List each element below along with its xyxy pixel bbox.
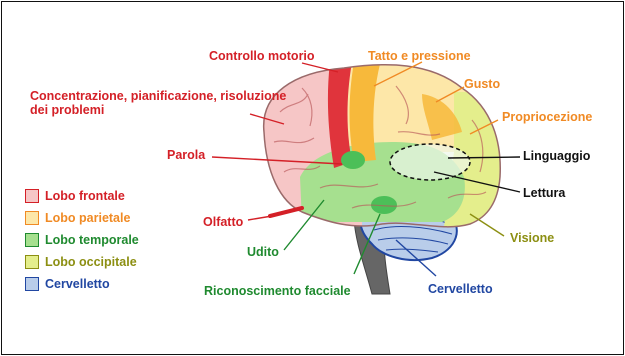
motor-strip-region xyxy=(327,64,352,168)
label-taste: Gusto xyxy=(464,77,501,91)
facial-recognition-area xyxy=(371,196,397,214)
leader-lines xyxy=(211,61,521,277)
label-hearing: Udito xyxy=(247,245,279,259)
label-language: Linguaggio xyxy=(523,149,591,163)
taste-region xyxy=(422,94,462,140)
language-area-outline xyxy=(389,143,471,181)
legend-swatch xyxy=(25,233,39,247)
label-smell: Olfatto xyxy=(203,215,244,229)
legend-swatch xyxy=(25,211,39,225)
legend-item-occipital: Lobo occipitale xyxy=(25,251,139,273)
legend-label: Lobo temporale xyxy=(45,233,139,247)
legend-item-frontal: Lobo frontale xyxy=(25,185,139,207)
cerebrum-outline xyxy=(263,63,501,228)
occipital-lobe-region xyxy=(442,92,501,227)
label-cerebellum: Cervelletto xyxy=(428,282,493,296)
legend-label: Lobo parietale xyxy=(45,211,131,225)
legend-swatch xyxy=(25,189,39,203)
label-motor-control: Controllo motorio xyxy=(209,49,315,63)
legend-item-parietal: Lobo parietale xyxy=(25,207,139,229)
sensory-strip-region xyxy=(349,64,380,162)
speech-area xyxy=(341,151,365,169)
olfactory-bulb xyxy=(268,206,304,218)
legend-swatch xyxy=(25,255,39,269)
label-vision: Visione xyxy=(510,231,555,245)
legend-swatch xyxy=(25,277,39,291)
legend-label: Lobo occipitale xyxy=(45,255,137,269)
legend-label: Cervelletto xyxy=(45,277,110,291)
legend-item-temporal: Lobo temporale xyxy=(25,229,139,251)
label-reading: Lettura xyxy=(523,186,566,200)
label-proprioception: Propriocezione xyxy=(502,110,593,124)
legend-label: Lobo frontale xyxy=(45,189,125,203)
label-speech: Parola xyxy=(167,148,206,162)
legend: Lobo frontale Lobo parietale Lobo tempor… xyxy=(25,185,139,295)
legend-item-cerebellum: Cervelletto xyxy=(25,273,139,295)
label-touch-pressure: Tatto e pressione xyxy=(368,49,471,63)
label-facial-recognition: Riconoscimento facciale xyxy=(204,284,351,298)
label-planning: Concentrazione, pianificazione, risoluzi… xyxy=(30,89,287,117)
